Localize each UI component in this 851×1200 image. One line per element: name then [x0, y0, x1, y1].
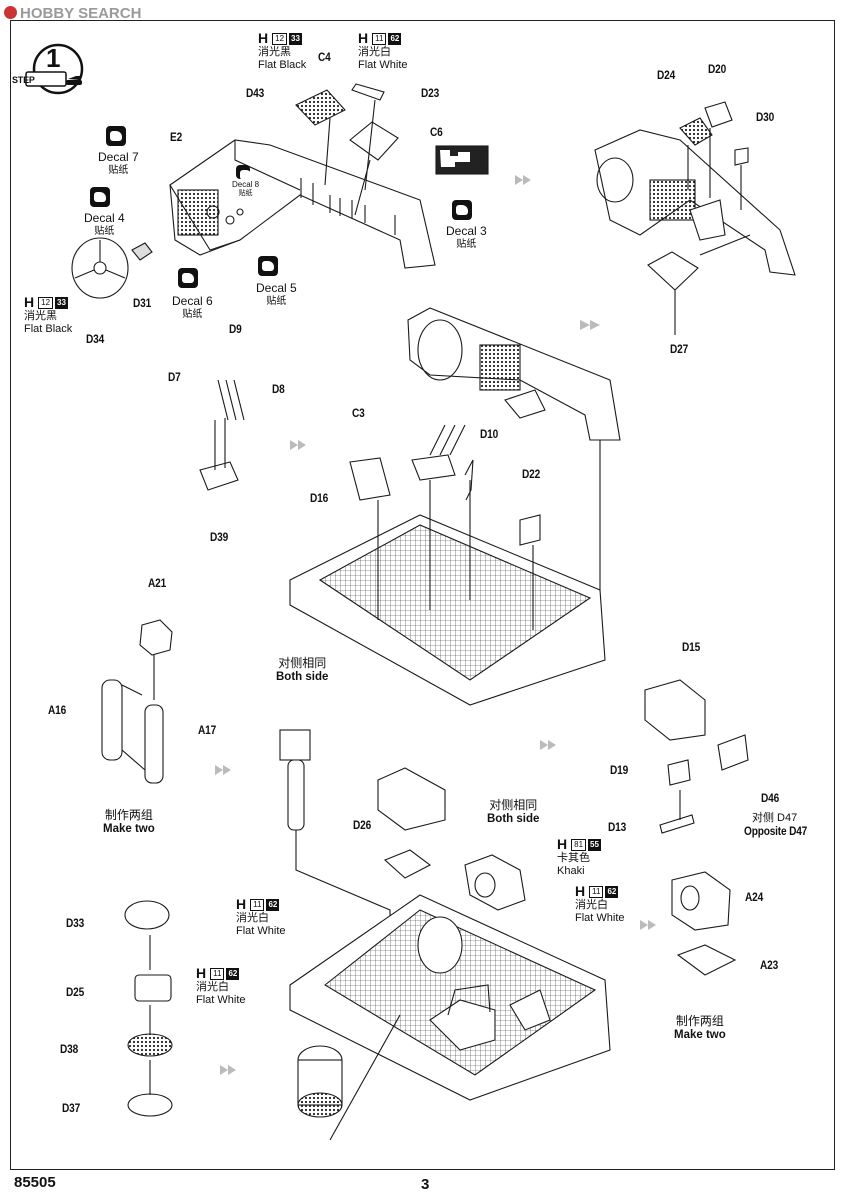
- seat-d26: [377, 767, 446, 879]
- fuel-tank-parts: [101, 619, 173, 784]
- part-label-d39: D39: [210, 532, 229, 544]
- part-label-e2: E2: [170, 132, 183, 144]
- part-label-a16: A16: [48, 705, 67, 717]
- dashboard-assembled: [594, 101, 796, 335]
- part-label-d10: D10: [480, 429, 499, 441]
- part-label-d16: D16: [310, 493, 329, 505]
- part-label-d27: D27: [670, 344, 689, 356]
- hatch-stack: [124, 900, 173, 1117]
- decal-3-icon: [452, 200, 472, 220]
- decal-5-icon: [258, 256, 278, 276]
- part-label-d43: D43: [246, 88, 265, 100]
- page-number: 3: [421, 1176, 430, 1193]
- part-label-c3: C3: [352, 408, 365, 420]
- hull-assembly-lower: [289, 894, 611, 1101]
- part-label-d22: D22: [522, 469, 541, 481]
- step-label: STEP: [12, 75, 35, 85]
- logo-mark-icon: [4, 6, 17, 19]
- seat-khaki: [464, 854, 526, 911]
- cylinder-part: [297, 1014, 401, 1141]
- part-label-d24: D24: [657, 70, 676, 82]
- part-label-d9: D9: [229, 324, 242, 336]
- part-label-a23: A23: [760, 960, 779, 972]
- part-label-a21: A21: [148, 578, 167, 590]
- decal-4-icon: [90, 187, 110, 207]
- part-label-d38: D38: [60, 1044, 79, 1056]
- part-label-d26: D26: [353, 820, 372, 832]
- step-badge: [25, 43, 84, 95]
- part-label-d13: D13: [608, 822, 627, 834]
- hobby-search-watermark: HOBBY SEARCH: [4, 5, 141, 22]
- part-label-d8: D8: [272, 384, 285, 396]
- part-label-a24: A24: [745, 892, 764, 904]
- page-frame: [10, 20, 835, 1170]
- step-arrows: [215, 175, 656, 1075]
- part-label-d25: D25: [66, 987, 85, 999]
- periscope-part: [279, 729, 391, 980]
- kit-number: 85505: [14, 1174, 56, 1191]
- part-label-c4: C4: [318, 52, 331, 64]
- part-label-d7: D7: [168, 372, 181, 384]
- part-label-d23: D23: [421, 88, 440, 100]
- decal-8-icon: [236, 165, 252, 180]
- hull-assembly-upper: [289, 307, 621, 706]
- part-label-c6: C6: [430, 127, 443, 139]
- part-label-d34: D34: [86, 334, 105, 346]
- opposite-d47-en: Opposite D47: [744, 826, 808, 838]
- seat-d15-assembly: [644, 679, 749, 834]
- part-label-d31: D31: [133, 298, 152, 310]
- levers-d39: [199, 379, 245, 491]
- part-label-d19: D19: [610, 765, 629, 777]
- seat-a24-a23: [671, 871, 737, 976]
- part-label-a17: A17: [198, 725, 217, 737]
- part-label-d33: D33: [66, 918, 85, 930]
- step-number: 1: [46, 43, 61, 73]
- part-label-d20: D20: [708, 64, 727, 76]
- part-label-d15: D15: [682, 642, 701, 654]
- opposite-d47-cn: 对侧 D47: [752, 812, 798, 824]
- decal-7-icon: [106, 126, 126, 146]
- part-label-d46: D46: [761, 793, 780, 805]
- decal-6-icon: [178, 268, 198, 288]
- dashboard-exploded: [71, 83, 489, 299]
- part-label-d30: D30: [756, 112, 775, 124]
- part-label-d37: D37: [62, 1103, 81, 1115]
